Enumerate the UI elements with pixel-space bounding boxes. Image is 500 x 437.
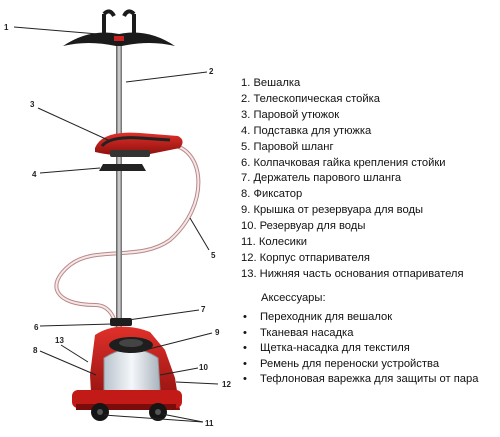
part-item: 12. Корпус отпаривателя — [241, 251, 370, 264]
part-item: 5. Паровой шланг — [241, 140, 334, 153]
part-item: 8. Фиксатор — [241, 188, 303, 201]
part-item: 7. Держатель парового шланга — [241, 172, 402, 185]
callout-6: 6 — [34, 323, 39, 332]
part-item: 1. Вешалка — [241, 77, 301, 89]
callout-3: 3 — [30, 100, 35, 109]
accessories-title: Аксессуары: — [261, 292, 326, 304]
steam-iron — [95, 132, 183, 157]
accessory-label: Тефлоновая варежка для защиты от пара — [260, 373, 479, 386]
hanger — [63, 9, 175, 46]
accessory-item: • Тканевая насадка — [243, 326, 478, 342]
callout-4: 4 — [32, 170, 37, 179]
leader-lines — [13, 26, 219, 423]
accessory-item: • Переходник для вешалок — [243, 310, 478, 326]
accessory-label: Тканевая насадка — [260, 326, 354, 339]
part-item: 13. Нижняя часть основания отпаривателя — [241, 267, 464, 280]
part-item: 4. Подставка для утюжка — [241, 124, 372, 137]
callout-5: 5 — [211, 251, 216, 260]
bullet: • — [243, 373, 247, 386]
callout-9: 9 — [215, 328, 220, 337]
part-item: 9. Крышка от резервуара для воды — [241, 204, 424, 217]
part-item: 11. Колесики — [241, 236, 308, 249]
bullet: • — [243, 311, 247, 323]
bullet: • — [243, 342, 247, 355]
callout-2: 2 — [209, 67, 214, 76]
telescopic-pole — [116, 40, 122, 340]
callout-12: 12 — [222, 380, 231, 389]
callout-10: 10 — [199, 363, 208, 372]
part-item: 6. Колпачковая гайка крепления стойки — [241, 156, 446, 169]
steam-hose-highlight — [55, 144, 200, 333]
accessory-item: • Ремень для переноски устройства — [243, 357, 478, 373]
water-tank — [103, 348, 161, 395]
callout-7: 7 — [201, 305, 206, 314]
callout-13: 13 — [55, 336, 64, 345]
part-item: 2. Телескопическая стойка — [241, 92, 380, 105]
accessory-item: • Тефлоновая варежка для защиты от пара — [243, 372, 478, 388]
bullet: • — [243, 357, 247, 370]
accessory-label: Щетка-насадка для текстиля — [260, 342, 410, 355]
part-item: 3. Паровой утюжок — [241, 108, 340, 121]
accessory-label: Ремень для переноски устройства — [260, 357, 440, 370]
part-item: 10. Резервуар для воды — [241, 220, 366, 233]
hose-holder — [110, 318, 132, 326]
accessories-list: • Переходник для вешалок • Тканевая насадк… — [243, 310, 478, 388]
callout-1: 1 — [4, 23, 9, 32]
callout-8: 8 — [33, 346, 38, 355]
parts-list: 1. Вешалка 2. Телескопическая стойка 3. … — [241, 76, 464, 283]
accessory-item: • Щетка-насадка для текстиля — [243, 341, 478, 357]
iron-holder — [99, 164, 146, 171]
steamer-body — [72, 318, 182, 421]
bullet: • — [243, 326, 247, 339]
callout-11: 11 — [205, 419, 214, 428]
accessory-label: Переходник для вешалок — [260, 311, 393, 323]
